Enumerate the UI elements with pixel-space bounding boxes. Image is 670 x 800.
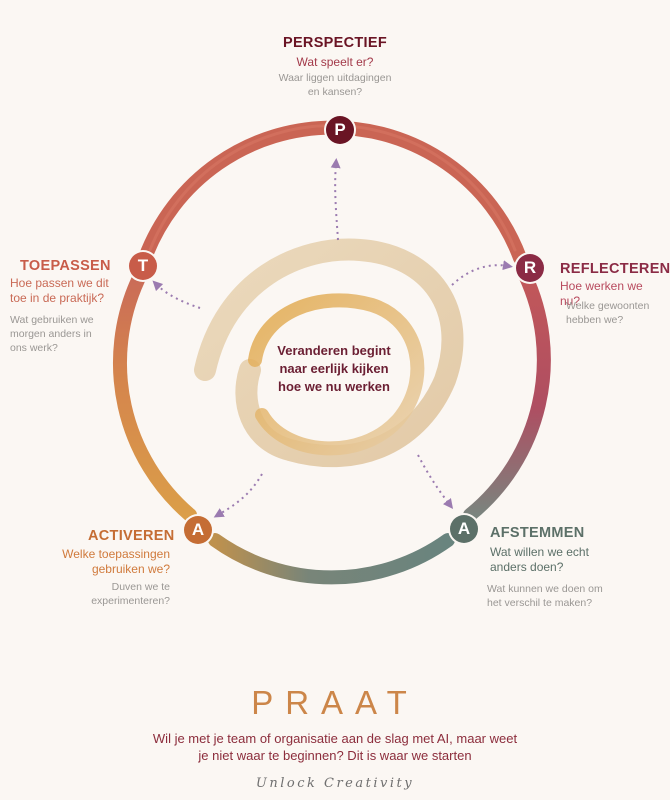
afstemmen-title: AFSTEMMEN <box>490 525 585 541</box>
node-reflecteren: R <box>516 254 544 282</box>
ring-segment-right <box>463 268 551 522</box>
node-afstemmen: A <box>450 515 478 543</box>
node-perspectief: P <box>326 116 354 144</box>
center-statement: Veranderen begint naar eerlijk kijken ho… <box>277 343 391 394</box>
toepassen-question: Hoe passen we dit toe in de praktijk? <box>10 276 109 305</box>
reflecteren-title: REFLECTEREN <box>560 261 670 277</box>
footer-description: Wil je met je team of organisatie aan de… <box>152 731 518 763</box>
toepassen-title: TOEPASSEN <box>20 258 111 274</box>
node-toepassen: T <box>129 252 157 280</box>
arrow-to-perspectief <box>330 158 341 241</box>
activeren-subquestion: Duven we te experimenteren? <box>91 581 170 607</box>
afstemmen-question: Wat willen we echt anders doen? <box>490 545 589 574</box>
toepassen-subquestion: Wat gebruiken we morgen anders in ons we… <box>10 314 94 354</box>
center-swirl <box>194 238 464 468</box>
signature-logo: Unlock Creativity <box>255 776 415 791</box>
swirl-inner <box>248 293 425 456</box>
ring-segment-bottom <box>208 533 455 585</box>
node-activeren: A <box>184 516 212 544</box>
ring-segment-top <box>138 120 527 265</box>
arrow-to-afstemmen <box>417 454 454 509</box>
footer-title-praat: PRAAT <box>251 684 419 721</box>
arrow-to-activeren <box>213 473 263 518</box>
perspectief-title: PERSPECTIEF <box>282 35 387 51</box>
ring-segment-left <box>112 273 197 522</box>
activeren-question: Welke toepassingen gebruiken we? <box>62 547 170 576</box>
activeren-title: ACTIVEREN <box>88 528 175 544</box>
reflecteren-subquestion: Welke gewoonten hebben we? <box>566 300 650 326</box>
arrow-to-toepassen <box>152 280 201 309</box>
reflecteren-question: Hoe werken we nu? <box>560 279 643 308</box>
swirl-outer <box>194 238 464 468</box>
perspectief-subquestion: Waar liggen uitdagingen en kansen? <box>278 72 392 98</box>
flow-arrows <box>152 158 513 518</box>
perspectief-question: Wat speelt er? <box>296 55 374 69</box>
afstemmen-subquestion: Wat kunnen we doen om het verschil te ma… <box>487 583 603 609</box>
ring-segment-top-texture <box>148 124 517 252</box>
arrow-to-reflecteren <box>451 260 513 286</box>
